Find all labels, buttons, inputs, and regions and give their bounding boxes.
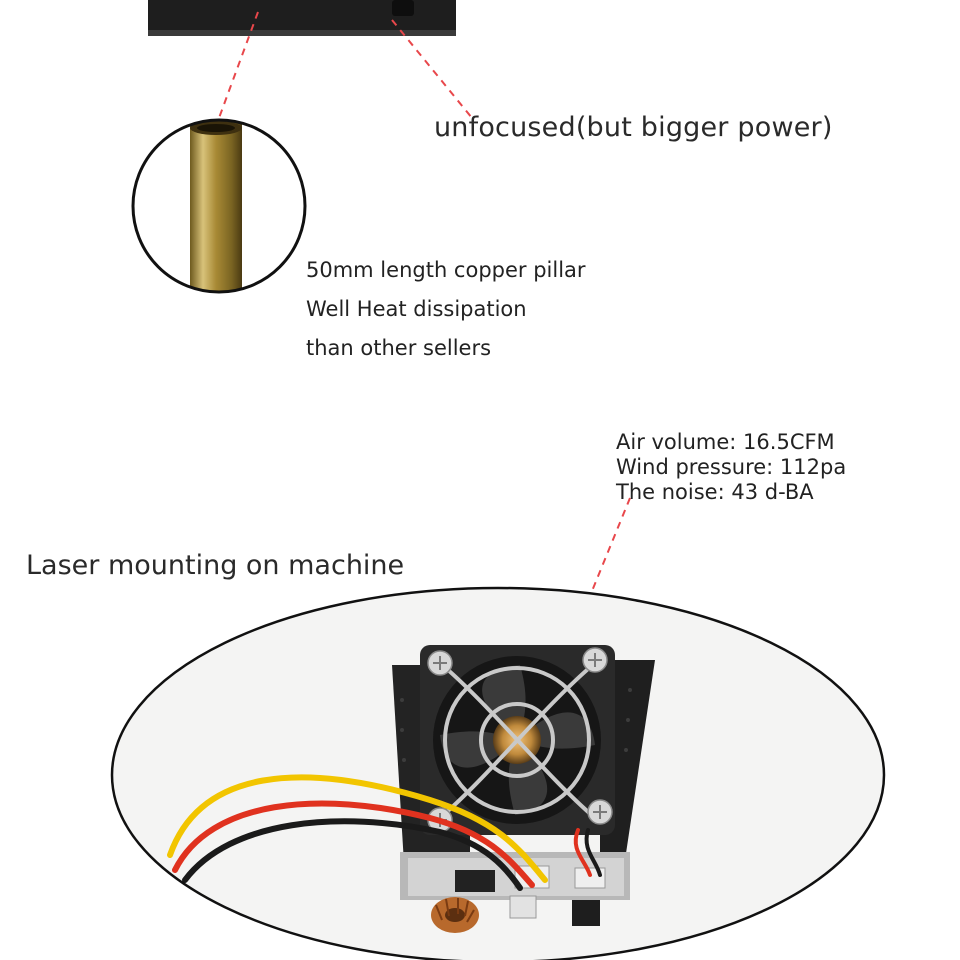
laser-mount-photo xyxy=(110,586,886,960)
pillar-text-line-3: than other sellers xyxy=(306,336,492,360)
fan-spec-air-volume: Air volume: 16.5CFM xyxy=(616,430,835,454)
fan-spec-noise: The noise: 43 d-BA xyxy=(616,480,814,504)
unfocused-label: unfocused(but bigger power) xyxy=(434,112,833,143)
laser-module-top-crop xyxy=(148,0,456,36)
pillar-text-line-1: 50mm length copper pillar xyxy=(306,258,586,282)
copper-pillar-zoom xyxy=(131,118,307,294)
fan-spec-wind-pressure: Wind pressure: 112pa xyxy=(616,455,847,479)
callout-lines xyxy=(218,11,631,641)
pillar-text-line-2: Well Heat dissipation xyxy=(306,297,527,321)
mounting-title: Laser mounting on machine xyxy=(26,550,405,581)
